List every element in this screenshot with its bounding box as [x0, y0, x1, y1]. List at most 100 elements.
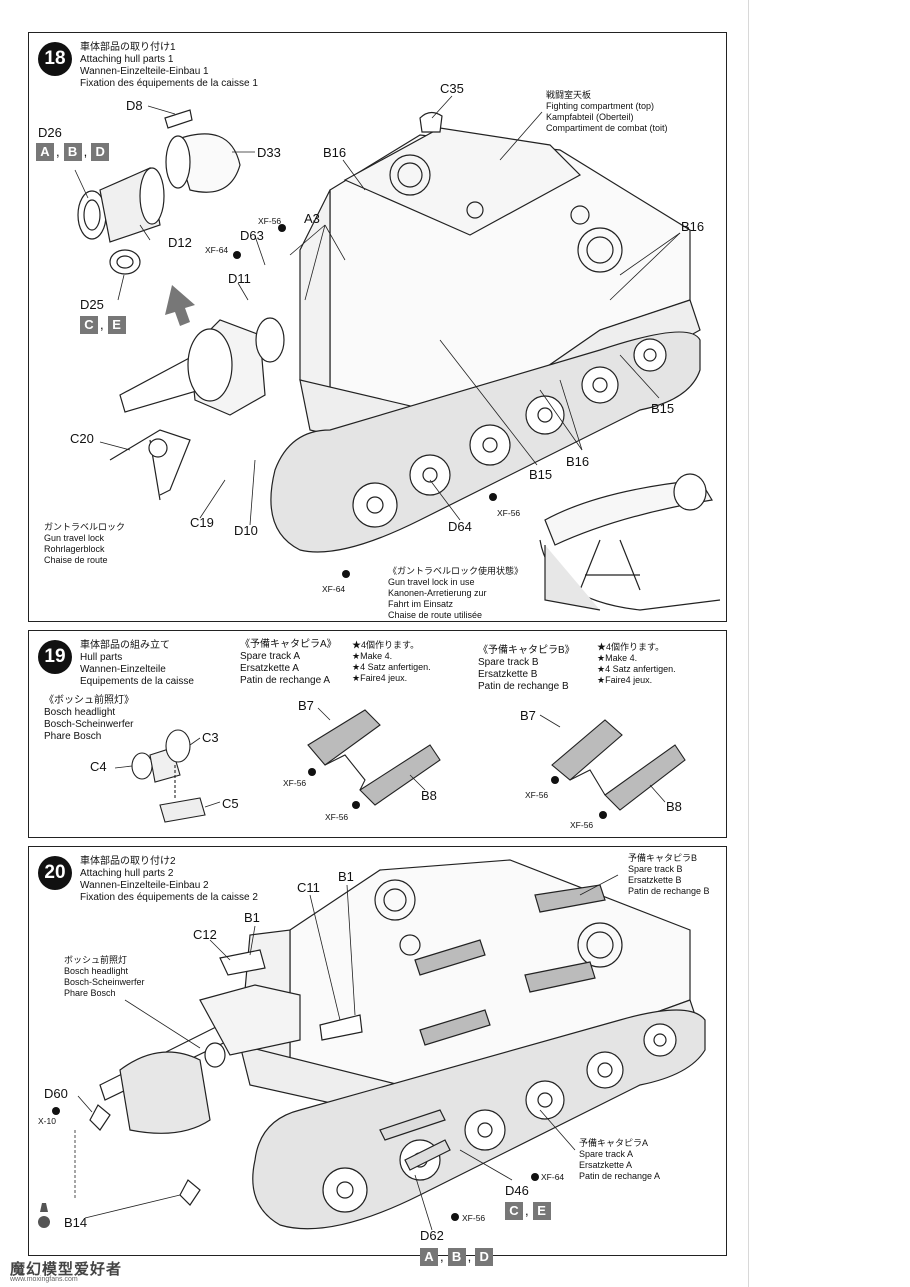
part-label: B1: [338, 869, 354, 884]
part-label: C19: [190, 515, 214, 530]
part-label: B16: [323, 145, 347, 160]
part-label: B14: [64, 1215, 88, 1230]
note-line: Kampfabteil (Oberteil): [546, 112, 634, 122]
step-20-title: 車体部品の取り付け2 Attaching hull parts 2 Wannen…: [80, 856, 258, 904]
fighting-compartment-note: 戦闘室天板 Fighting compartment (top) Kampfab…: [546, 90, 668, 134]
note-line: 《予備キャタピラB》: [478, 645, 575, 656]
note-line: Ersatzkette B: [628, 875, 682, 885]
part-label: A3: [304, 211, 320, 226]
page-margin-line: [748, 0, 749, 1287]
title-jp: 車体部品の取り付け2: [80, 856, 176, 867]
note-line: Patin de rechange B: [628, 886, 710, 896]
parts-tree-box: E: [532, 1202, 551, 1220]
gun-travel-lock-note: ガントラベルロック Gun travel lock Rohrlagerblock…: [44, 522, 125, 566]
parts-tree-box: B: [447, 1248, 466, 1266]
title-en: Hull parts: [80, 652, 123, 663]
paint-code: XF-64: [541, 1172, 565, 1182]
title-fr: Equipements de la caisse: [80, 676, 194, 687]
part-label: B15: [651, 401, 675, 416]
note-line: 《ボッシュ前照灯》: [44, 695, 134, 706]
note-line: 戦闘室天板: [546, 90, 592, 100]
note-line: Phare Bosch: [44, 731, 102, 742]
parts-tree-box: A: [420, 1248, 438, 1266]
note-line: Rohrlagerblock: [44, 544, 105, 554]
note-line: 予備キャタピラA: [579, 1138, 649, 1148]
note-line: Compartiment de combat (toit): [546, 123, 668, 133]
note-line: 予備キャタピラB: [628, 853, 698, 863]
title-jp: 車体部品の取り付け1: [80, 42, 176, 53]
part-label: C20: [70, 431, 94, 446]
parts-box-row: C,E: [80, 316, 128, 334]
part-label: C3: [202, 730, 219, 745]
note-line: Gun travel lock in use: [388, 577, 475, 587]
cement-icon: [38, 1203, 50, 1228]
note-line: Spare track B: [478, 657, 539, 668]
note-line: ガントラベルロック: [44, 522, 126, 532]
part-label: D10: [234, 523, 258, 538]
note-line: Bosch-Scheinwerfer: [44, 719, 134, 730]
note-line: Gun travel lock: [44, 533, 105, 543]
title-jp: 車体部品の組み立て: [80, 640, 170, 651]
note-line: Patin de rechange A: [579, 1171, 661, 1181]
step-20-badge: 20: [38, 856, 72, 890]
parts-tree-box: C: [80, 316, 98, 334]
part-label: C12: [193, 927, 217, 942]
paint-code: XF-56: [258, 216, 282, 226]
paint-code: X-10: [38, 1116, 56, 1126]
note-line: Kanonen-Arretierung zur: [388, 588, 487, 598]
part-label: C11: [297, 880, 320, 895]
paint-code: XF-56: [462, 1213, 486, 1223]
paint-code: XF-56: [525, 790, 549, 800]
step-19-badge: 19: [38, 640, 72, 674]
part-label: C35: [440, 81, 464, 96]
part-label: D46: [505, 1183, 529, 1198]
note-line: Fighting compartment (top): [546, 101, 655, 111]
part-label: D62: [420, 1228, 444, 1243]
watermark: 魔幻模型爱好者: [10, 1261, 123, 1278]
parts-tree-box: B: [63, 143, 82, 161]
title-de: Wannen-Einzelteile: [80, 664, 166, 675]
note-line: ★Make 4.: [352, 651, 393, 661]
parts-tree-box: A: [36, 143, 54, 161]
part-label: B16: [566, 454, 590, 469]
spare-track-a-note: 予備キャタピラA Spare track A Ersatzkette A Pat…: [579, 1138, 660, 1182]
title-de: Wannen-Einzelteile-Einbau 2: [80, 880, 209, 891]
part-label: D25: [80, 297, 104, 312]
paint-code: XF-56: [497, 508, 521, 518]
note-line: ★4個作ります。: [352, 640, 420, 650]
step-18-badge: 18: [38, 42, 72, 76]
part-label: D11: [228, 271, 251, 286]
make-4-note-a: ★4個作ります。 ★Make 4. ★4 Satz anfertigen. ★F…: [352, 640, 431, 684]
note-line: Bosch-Scheinwerfer: [64, 977, 145, 987]
note-line: ★4個作ります。: [597, 642, 665, 652]
parts-tree-box: C: [505, 1202, 523, 1220]
part-label: C5: [222, 796, 239, 811]
note-line: Bosch headlight: [44, 707, 116, 718]
note-line: ★4 Satz anfertigen.: [597, 664, 676, 674]
parts-tree-box: D: [91, 143, 110, 161]
note-line: 《予備キャタピラA》: [240, 639, 337, 650]
note-line: Chaise de route utilisée: [388, 610, 483, 620]
bosch-headlight-note: ボッシュ前照灯 Bosch headlight Bosch-Scheinwerf…: [64, 955, 145, 999]
part-label: B8: [666, 799, 682, 814]
part-label: D8: [126, 98, 143, 113]
part-label: B16: [681, 219, 705, 234]
make-4-note-b: ★4個作ります。 ★Make 4. ★4 Satz anfertigen. ★F…: [597, 642, 676, 686]
note-line: Ersatzkette B: [478, 669, 538, 680]
part-label: D60: [44, 1086, 68, 1101]
note-line: Patin de rechange B: [478, 681, 569, 692]
note-line: Spare track B: [628, 864, 683, 874]
gun-lock-in-use-note: 《ガントラベルロック使用状態》 Gun travel lock in use K…: [388, 566, 523, 621]
note-line: Chaise de route: [44, 555, 108, 565]
paint-code: XF-64: [205, 245, 229, 255]
note-line: 《ガントラベルロック使用状態》: [388, 566, 524, 576]
watermark-url: www.moxingfans.com: [10, 1276, 78, 1283]
paint-code: XF-56: [325, 812, 349, 822]
note-line: Patin de rechange A: [240, 675, 331, 686]
title-de: Wannen-Einzelteile-Einbau 1: [80, 66, 209, 77]
parts-tree-box: D: [475, 1248, 494, 1266]
part-label: B7: [298, 698, 314, 713]
note-line: Ersatzkette A: [240, 663, 299, 674]
